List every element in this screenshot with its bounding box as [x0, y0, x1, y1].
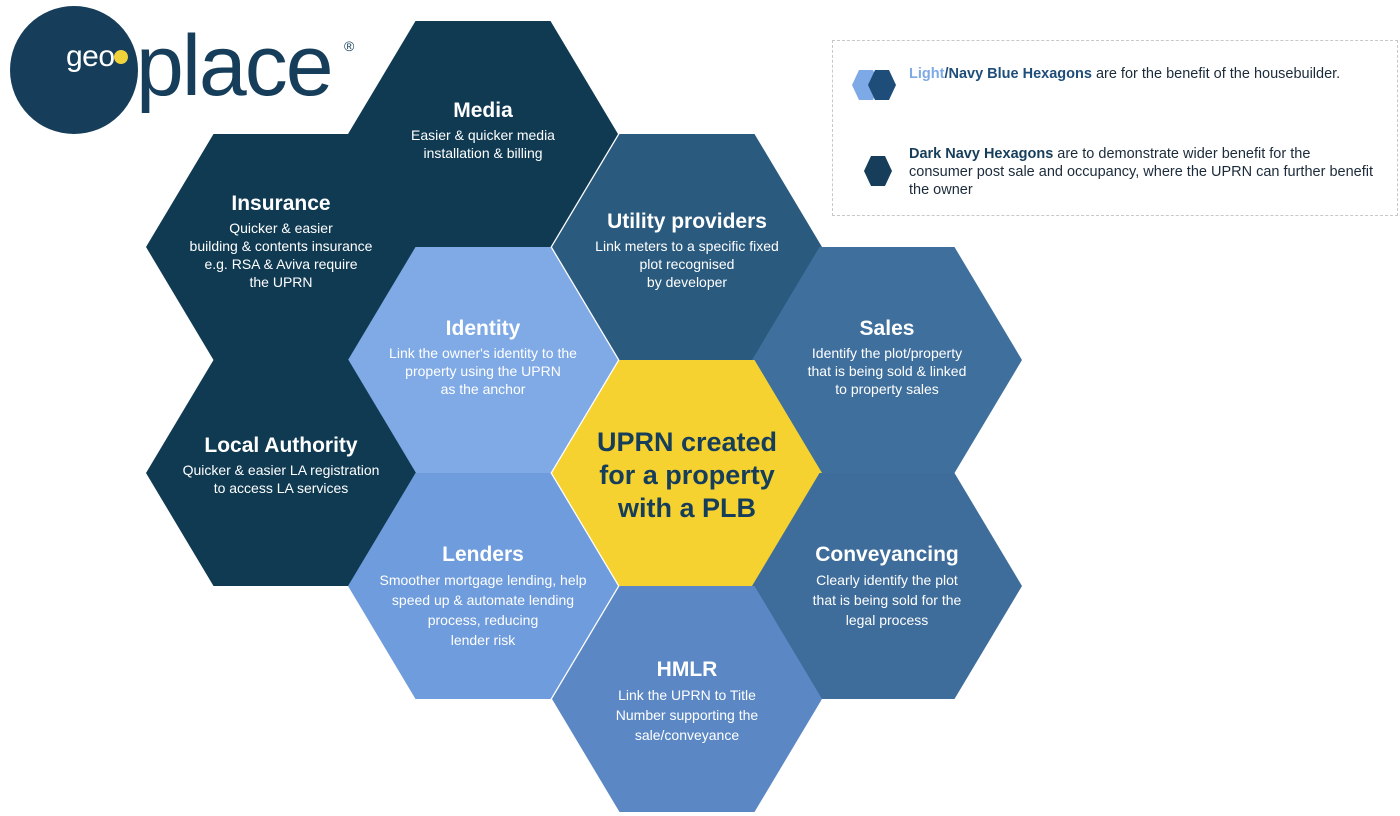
legend-row2-text: are to demonstrate wider benefit for the…: [909, 146, 1373, 198]
hex-lenders: Lenders Smoother mortgage lending, help …: [348, 473, 618, 699]
hex-hmlr: HMLR Link the UPRN to Title Number suppo…: [552, 586, 822, 812]
hex-utility-desc: Link meters to a specific fixed plot rec…: [595, 238, 779, 290]
dark-navy-hexagon-icon: [864, 156, 892, 186]
hex-sales-desc: Identify the plot/property that is being…: [807, 345, 967, 397]
legend-light-label: Light: [909, 66, 945, 82]
logo-registered-mark: ®: [344, 38, 355, 54]
hex-lenders-title: Lenders: [442, 543, 524, 566]
legend-slash: /: [944, 66, 949, 82]
hex-media-title: Media: [453, 99, 513, 122]
hex-identity-desc: Link the owner's identity to the propert…: [389, 345, 577, 397]
legend-row-dark-navy: Dark Navy Hexagons are to demonstrate wi…: [833, 143, 1397, 205]
logo-geo-text: geo: [66, 40, 115, 73]
hex-identity-title: Identity: [445, 317, 521, 340]
legend-navy-label: Navy Blue Hexagons: [948, 66, 1092, 82]
hex-conveyancing-title: Conveyancing: [815, 543, 959, 566]
legend-box: Light/Navy Blue Hexagons are for the ben…: [832, 40, 1398, 216]
hex-local-authority-desc: Quicker & easier LA registration to acce…: [182, 462, 380, 496]
legend-text-dark-navy: Dark Navy Hexagons are to demonstrate wi…: [909, 145, 1377, 199]
light-navy-hexagons-icon: [852, 70, 896, 100]
geoplace-logo: geo place ®: [10, 6, 380, 136]
legend-dark-label: Dark Navy Hexagons: [909, 146, 1054, 162]
legend-text-light-navy: Light/Navy Blue Hexagons are for the ben…: [909, 65, 1377, 83]
legend-row1-text: are for the benefit of the housebuilder.: [1091, 66, 1341, 82]
hex-insurance-desc: Quicker & easier building & contents ins…: [189, 220, 373, 290]
hex-uprn-title: UPRN created for a property with a PLB: [596, 427, 778, 523]
hex-lenders-desc: Smoother mortgage lending, help speed up…: [379, 572, 587, 648]
hex-media-desc: Easier & quicker media installation & bi…: [411, 127, 555, 161]
logo-place-text: place: [136, 18, 334, 114]
logo-circle: [10, 6, 138, 134]
hex-sales-title: Sales: [859, 317, 915, 340]
logo-dot: [114, 50, 128, 64]
legend-row-light-navy: Light/Navy Blue Hexagons are for the ben…: [833, 63, 1397, 111]
hex-insurance-title: Insurance: [231, 192, 331, 215]
hex-conveyancing-desc: Clearly identify the plot that is being …: [812, 572, 962, 628]
hex-hmlr-title: HMLR: [656, 658, 718, 681]
hex-hmlr-desc: Link the UPRN to Title Number supporting…: [615, 687, 759, 743]
hex-local-authority-title: Local Authority: [204, 434, 358, 457]
hex-utility-title: Utility providers: [607, 210, 767, 233]
